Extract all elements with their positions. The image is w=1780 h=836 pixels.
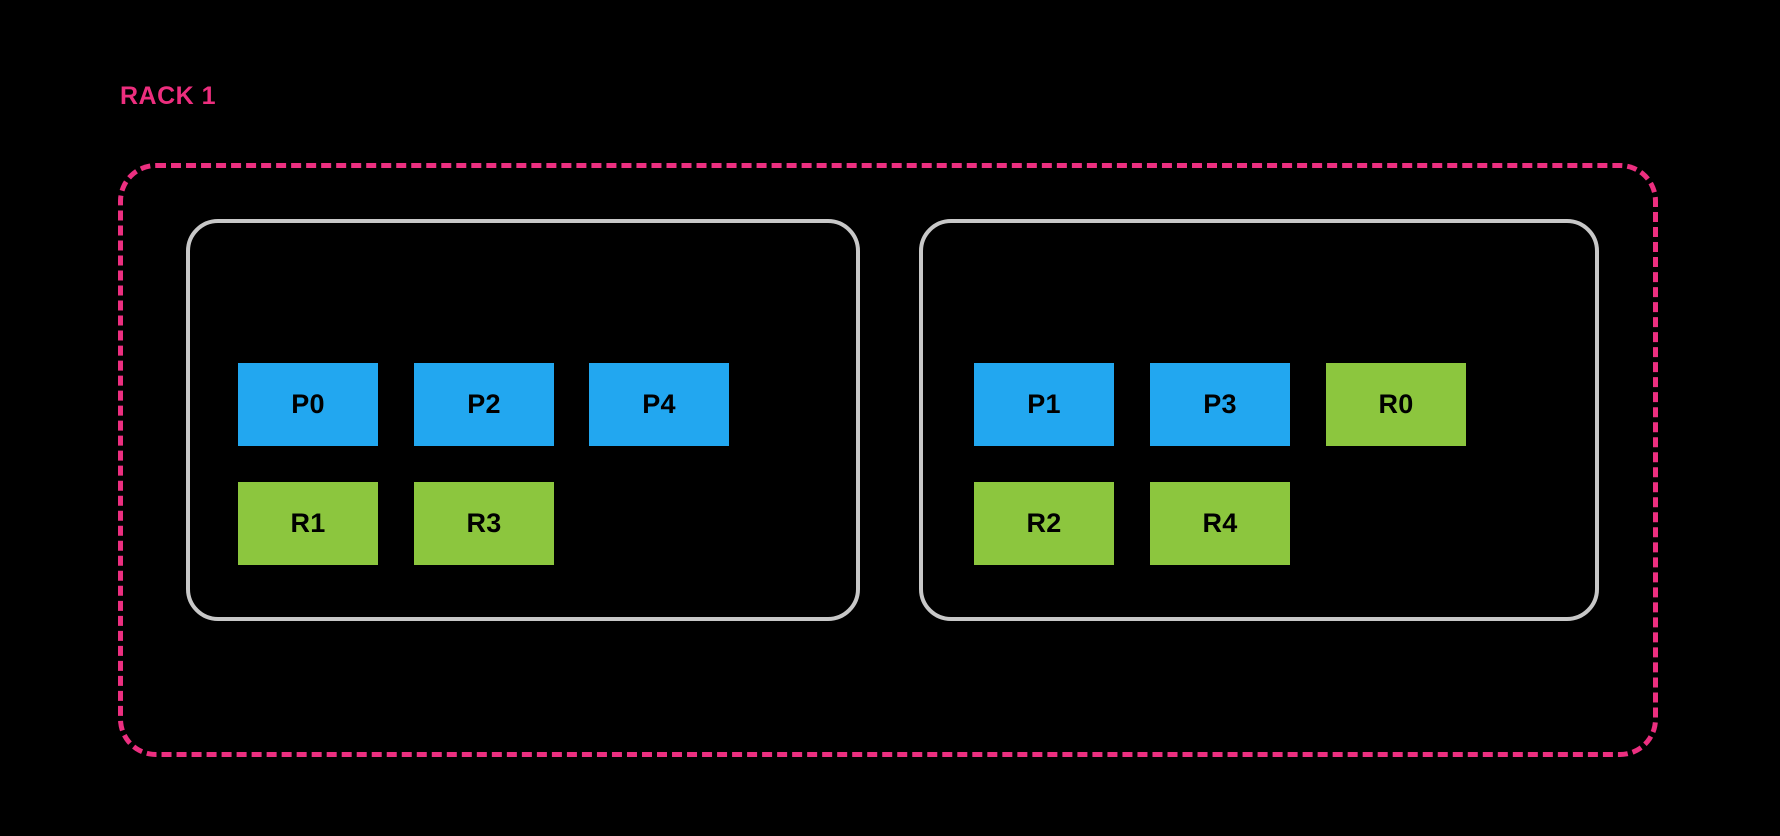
node-panel-2 — [919, 219, 1599, 621]
shard-p2[interactable]: P2 — [414, 363, 554, 446]
shard-r3[interactable]: R3 — [414, 482, 554, 565]
shard-p1[interactable]: P1 — [974, 363, 1114, 446]
shard-r4[interactable]: R4 — [1150, 482, 1290, 565]
rack-label: RACK 1 — [120, 82, 217, 110]
node-panel-1 — [186, 219, 860, 621]
shard-p4[interactable]: P4 — [589, 363, 729, 446]
shard-r1[interactable]: R1 — [238, 482, 378, 565]
rack-boundary — [118, 163, 1658, 757]
shard-p3[interactable]: P3 — [1150, 363, 1290, 446]
shard-p0[interactable]: P0 — [238, 363, 378, 446]
shard-r0[interactable]: R0 — [1326, 363, 1466, 446]
shard-r2[interactable]: R2 — [974, 482, 1114, 565]
